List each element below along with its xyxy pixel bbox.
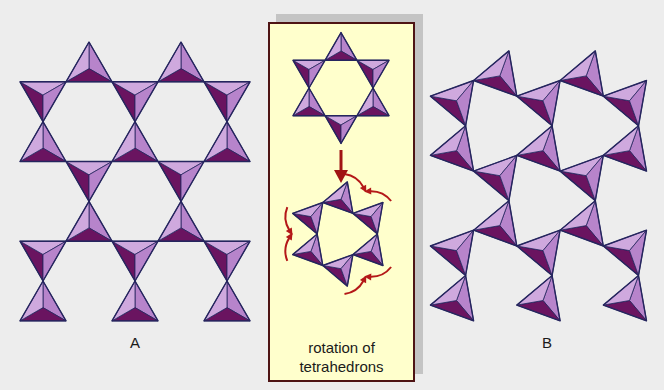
tetrahedron-outline	[112, 82, 158, 122]
network-a	[20, 42, 250, 321]
rotation-arrow	[345, 281, 364, 294]
tetrahedron-outline	[353, 234, 383, 266]
tetrahedron-outline	[603, 276, 646, 321]
tetrahedron-face	[500, 155, 517, 200]
tetrahedron-outline	[20, 122, 66, 162]
tetrahedron-outline	[20, 82, 66, 122]
tetrahedron-outline	[560, 155, 603, 200]
tetrahedron-outline	[158, 162, 204, 202]
tetrahedron-outline	[560, 51, 603, 96]
tetrahedron-outline	[293, 203, 323, 235]
tetrahedron-outline	[517, 276, 560, 321]
panel-caption: rotation of tetrahedrons	[283, 338, 401, 376]
tetrahedron-face	[630, 230, 647, 275]
tetrahedron-outline	[430, 276, 473, 321]
figure-label: A	[125, 334, 145, 352]
tetrahedron-outline	[430, 230, 473, 275]
tetrahedron-outline	[20, 241, 66, 281]
network-b	[430, 51, 646, 321]
tetrahedron-outline	[112, 122, 158, 162]
tetrahedron-outline	[158, 42, 204, 82]
tetrahedron-outline	[112, 241, 158, 281]
ring-before	[293, 33, 389, 144]
down-arrow-shaft	[340, 150, 343, 172]
tetrahedron-outline	[353, 203, 383, 235]
tetrahedron-face	[630, 81, 647, 126]
tetrahedron-outline	[204, 122, 250, 162]
rotation-arrow	[370, 267, 391, 277]
figure-label: B	[537, 334, 557, 352]
tetrahedron-outline	[293, 60, 325, 88]
tetrahedron-outline	[430, 126, 473, 171]
tetrahedron-face	[457, 230, 474, 275]
tetrahedron-outline	[517, 230, 560, 275]
tetrahedron-outline	[293, 88, 325, 116]
tetrahedron-outline	[323, 182, 353, 214]
tetrahedron-outline	[325, 116, 357, 144]
tetrahedron-outline	[474, 155, 517, 200]
rotation-arrow-head	[364, 188, 371, 195]
tetrahedron-outline	[430, 81, 473, 126]
tetrahedron-face	[371, 203, 383, 235]
rotation-arrow-head	[360, 275, 366, 283]
tetrahedron-outline	[357, 88, 389, 116]
tetrahedron-outline	[158, 201, 204, 241]
tetrahedron-face	[543, 230, 560, 275]
tetrahedron-outline	[323, 255, 353, 287]
tetrahedron-outline	[66, 201, 112, 241]
tetrahedron-face	[341, 255, 353, 287]
tetrahedron-outline	[517, 81, 560, 126]
tetrahedron-face	[543, 81, 560, 126]
tetrahedron-outline	[474, 51, 517, 96]
ring-after	[285, 174, 391, 294]
rotation-arrow	[285, 207, 289, 230]
rotation-arrow	[370, 191, 391, 201]
tetrahedron-face	[586, 155, 603, 200]
rotation-arrow	[285, 238, 289, 261]
tetrahedron-outline	[66, 42, 112, 82]
tetrahedron-outline	[20, 281, 66, 321]
tetrahedron-outline	[204, 241, 250, 281]
tetrahedron-outline	[66, 162, 112, 202]
tetrahedron-face	[311, 203, 323, 235]
tetrahedron-outline	[204, 82, 250, 122]
tetrahedron-outline	[204, 281, 250, 321]
tetrahedron-outline	[357, 60, 389, 88]
down-arrow-head	[334, 170, 348, 183]
rotation-arrow-head	[286, 227, 293, 235]
tetrahedron-outline	[112, 281, 158, 321]
panel-fill	[268, 22, 415, 382]
tetrahedron-outline	[293, 234, 323, 266]
panel-box: rotation of tetrahedrons	[268, 22, 415, 382]
rotation-arrow	[345, 174, 364, 187]
tetrahedron-outline	[474, 201, 517, 246]
tetrahedron-outline	[603, 126, 646, 171]
tetrahedron-outline	[325, 33, 357, 61]
tetrahedron-face	[457, 81, 474, 126]
tetrahedron-outline	[560, 201, 603, 246]
tetrahedron-outline	[603, 81, 646, 126]
tetrahedron-outline	[517, 126, 560, 171]
tetrahedron-outline	[603, 230, 646, 275]
